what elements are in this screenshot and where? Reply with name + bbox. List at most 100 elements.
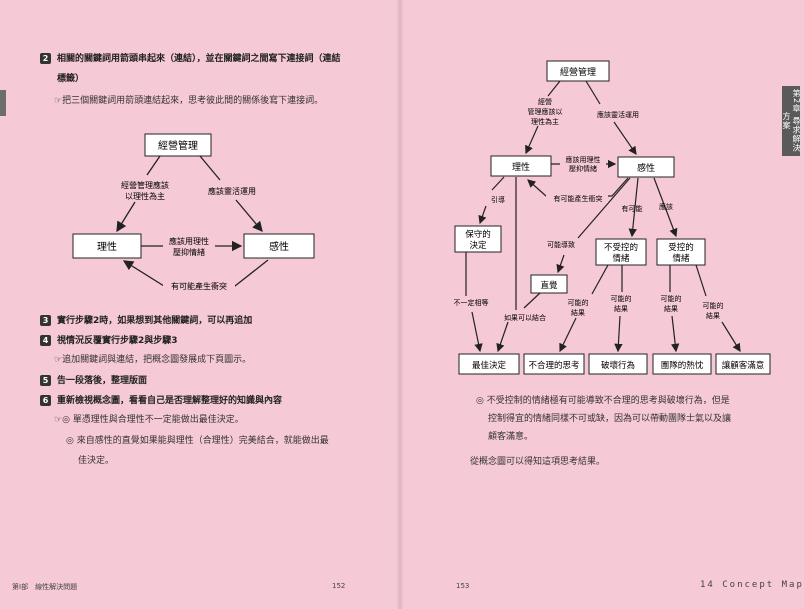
r-node-uncontrolled: [595, 238, 647, 266]
note-3-a: ◎ 單憑理性與合理性不一定能做出最佳決定。: [62, 415, 244, 425]
r-lbl-not-best: 不一定相等: [454, 298, 489, 307]
note-1: ☞把三個關鍵詞用箭頭連結起來，思考彼此間的關係後寫下連接詞。: [54, 96, 324, 106]
label-rational-1: 經營管理應該: [121, 180, 169, 190]
label-conflict: 有可能產生衝突: [171, 281, 227, 291]
r-lbl-should: 應該: [659, 202, 673, 211]
note-2: ☞追加關鍵詞與連結，把概念圖發展成下頁圖示。: [54, 355, 252, 365]
r-node-controlled-2: 情緒: [672, 253, 690, 264]
step-number: 6: [40, 395, 51, 406]
note-3-b2: 佳決定。: [78, 456, 115, 466]
node-reason-label: 理性: [97, 240, 117, 253]
r-lbl-suppress-1: 應該用理性: [566, 155, 601, 164]
footer-part: 第Ⅰ部 線性解決問題: [12, 583, 78, 591]
step-number: 5: [40, 375, 51, 386]
r-lbl-if-combine: 如果可以結合: [504, 313, 546, 322]
r-edge-controlled-satisfy: [695, 264, 740, 351]
right-paragraph-2: 從概念圖可以得知這項思考結果。: [470, 457, 606, 467]
step-number: 4: [40, 335, 51, 346]
book-gutter: [396, 0, 404, 609]
right-paragraph-1-a: ◎ 不受控制的情緒極有可能導致不合理的思考與破壞行為，但是: [476, 396, 730, 406]
r-node-uncontrolled-1: 不受控的: [604, 242, 638, 253]
note-3-prefix: ☞: [54, 415, 63, 425]
r-edge-uncontrolled-destroy: [618, 265, 622, 351]
step-2-text: 相關的關鍵詞用箭頭串起來（連結），並在關鍵詞之間寫下連接詞（連結: [57, 54, 341, 64]
r-edge-uncontrolled-irrational: [560, 264, 609, 351]
r-lbl-may-lead: 可能導致: [547, 240, 575, 249]
left-page: 2 相關的關鍵詞用箭頭串起來（連結），並在關鍵詞之間寫下連接詞（連結 標籤） ☞把…: [0, 0, 400, 609]
label-rational-2: 以理性為主: [125, 191, 165, 201]
r-node-satisfy-label: 讓顧客滿意: [722, 360, 765, 371]
note-3: ☞◎ 單憑理性與合理性不一定能做出最佳決定。: [54, 413, 244, 427]
r-node-controlled-1: 受控的: [668, 242, 694, 253]
label-suppress-2: 壓抑情緒: [173, 247, 205, 257]
right-concept-map: 經營管理 理性 感性 保守的 決定 不受控的 情緒 受控的 情緒 直覺 最佳決定…: [454, 60, 771, 375]
r-node-controlled: [656, 238, 706, 266]
label-flex: 應該靈活運用: [208, 186, 256, 196]
step-2-continued: 標籤）: [57, 74, 85, 84]
node-emotion: [243, 233, 315, 259]
r-edge-reason-conservative: [480, 176, 505, 223]
edge-rational-to-reason: [116, 201, 136, 233]
r-edge-intuition-best: [523, 292, 541, 309]
r-lbl-result-d-1: 可能的: [703, 301, 724, 310]
r-lbl-result-d-2: 結果: [706, 311, 720, 320]
r-lbl-rational-3: 理性為主: [531, 117, 559, 126]
r-edge-emotion-controlled: [653, 177, 678, 238]
step-6: 6 重新檢視概念圖，看看自己是否理解整理好的知識與內容: [40, 394, 282, 408]
r-lbl-result-a-1: 可能的: [568, 298, 589, 307]
note-3-b1: ◎ 來自感性的直覺如果能與理性（合理性）完美結合，就能做出最: [66, 436, 329, 446]
right-paragraph-1: ◎ 不受控制的情緒極有可能導致不合理的思考與破壞行為，但是 控制得宜的情緒同樣不…: [476, 392, 776, 446]
r-edge-reason-best: [498, 177, 517, 351]
r-node-emotion-label: 感性: [637, 162, 655, 174]
page-number-left: 152: [332, 582, 346, 590]
step-6-text: 重新檢視概念圖，看看自己是否理解整理好的知識與內容: [57, 396, 283, 406]
r-lbl-result-b-1: 可能的: [611, 294, 632, 303]
right-paragraph-1-c: 顧客滿意。: [488, 432, 534, 442]
r-lbl-maybe: 有可能: [622, 204, 643, 213]
r-node-intuition-label: 直覺: [540, 280, 558, 291]
r-node-destroy-label: 破壞行為: [601, 360, 635, 371]
r-node-reason-label: 理性: [512, 161, 530, 173]
r-edge-manage-reason: [526, 80, 561, 153]
step-2: 2 相關的關鍵詞用箭頭串起來（連結），並在關鍵詞之間寫下連接詞（連結: [40, 52, 341, 66]
step-5-text: 告一段落後，整理版面: [57, 376, 148, 386]
step-3-text: 實行步驟2時，如果想到其他關鍵詞，可以再追加: [57, 316, 253, 326]
node-management-label: 經營管理: [158, 139, 198, 152]
node-emotion-label: 感性: [269, 240, 289, 253]
label-suppress-1: 應該用理性: [169, 236, 209, 246]
r-node-management: [546, 60, 610, 82]
r-lbl-rational-2: 管理應該以: [528, 107, 563, 116]
r-lbl-result-b-2: 結果: [614, 304, 628, 313]
r-lbl-result-c-2: 結果: [664, 304, 678, 313]
side-marker: [0, 90, 6, 116]
step-5: 5 告一段落後，整理版面: [40, 374, 147, 388]
r-edge-manage-emotion: [585, 80, 636, 154]
left-concept-map: 經營管理 理性 感性 經營管理應該 以理性為主 應該靈活運用 應該用理性 壓抑情…: [72, 133, 315, 292]
edge-flex-to-emotion: [235, 199, 263, 232]
r-node-best-label: 最佳決定: [472, 360, 507, 371]
r-edge-emotion-intuition: [558, 177, 631, 272]
r-node-management-label: 經營管理: [560, 66, 596, 78]
r-lbl-suppress-2: 壓抑情緒: [569, 164, 597, 173]
step-number: 2: [40, 53, 51, 64]
node-management: [144, 133, 212, 157]
right-paragraph-1-b: 控制得宜的情緒同樣不可或缺，因為可以帶動團隊士氣以及讓: [488, 414, 732, 424]
r-edge-controlled-teamwork: [670, 265, 676, 351]
r-node-uncontrolled-2: 情緒: [612, 253, 630, 264]
step-3: 3 實行步驟2時，如果想到其他關鍵詞，可以再追加: [40, 314, 252, 328]
r-edge-emotion-uncontrolled: [628, 177, 639, 238]
r-node-conservative-2: 決定: [469, 240, 487, 251]
page-number-right: 153: [456, 582, 470, 590]
r-lbl-rational-1: 經營: [538, 97, 552, 106]
r-node-irrational-label: 不合理的思考: [528, 360, 579, 371]
r-lbl-conflict: 有可能產生衝突: [554, 194, 603, 203]
right-page: 第2章 尋求解決方案 經營管理 理性 感性 保守的 決定 不受控的 情緒 受控的…: [400, 0, 802, 609]
chapter-tab: 第2章 尋求解決方案: [782, 86, 801, 156]
r-node-conservative-1: 保守的: [465, 229, 491, 240]
r-lbl-result-a-2: 結果: [571, 308, 585, 317]
step-number: 3: [40, 315, 51, 326]
r-lbl-result-c-1: 可能的: [661, 294, 682, 303]
edge-management-to-reason: [146, 155, 161, 176]
node-reason: [72, 233, 142, 259]
